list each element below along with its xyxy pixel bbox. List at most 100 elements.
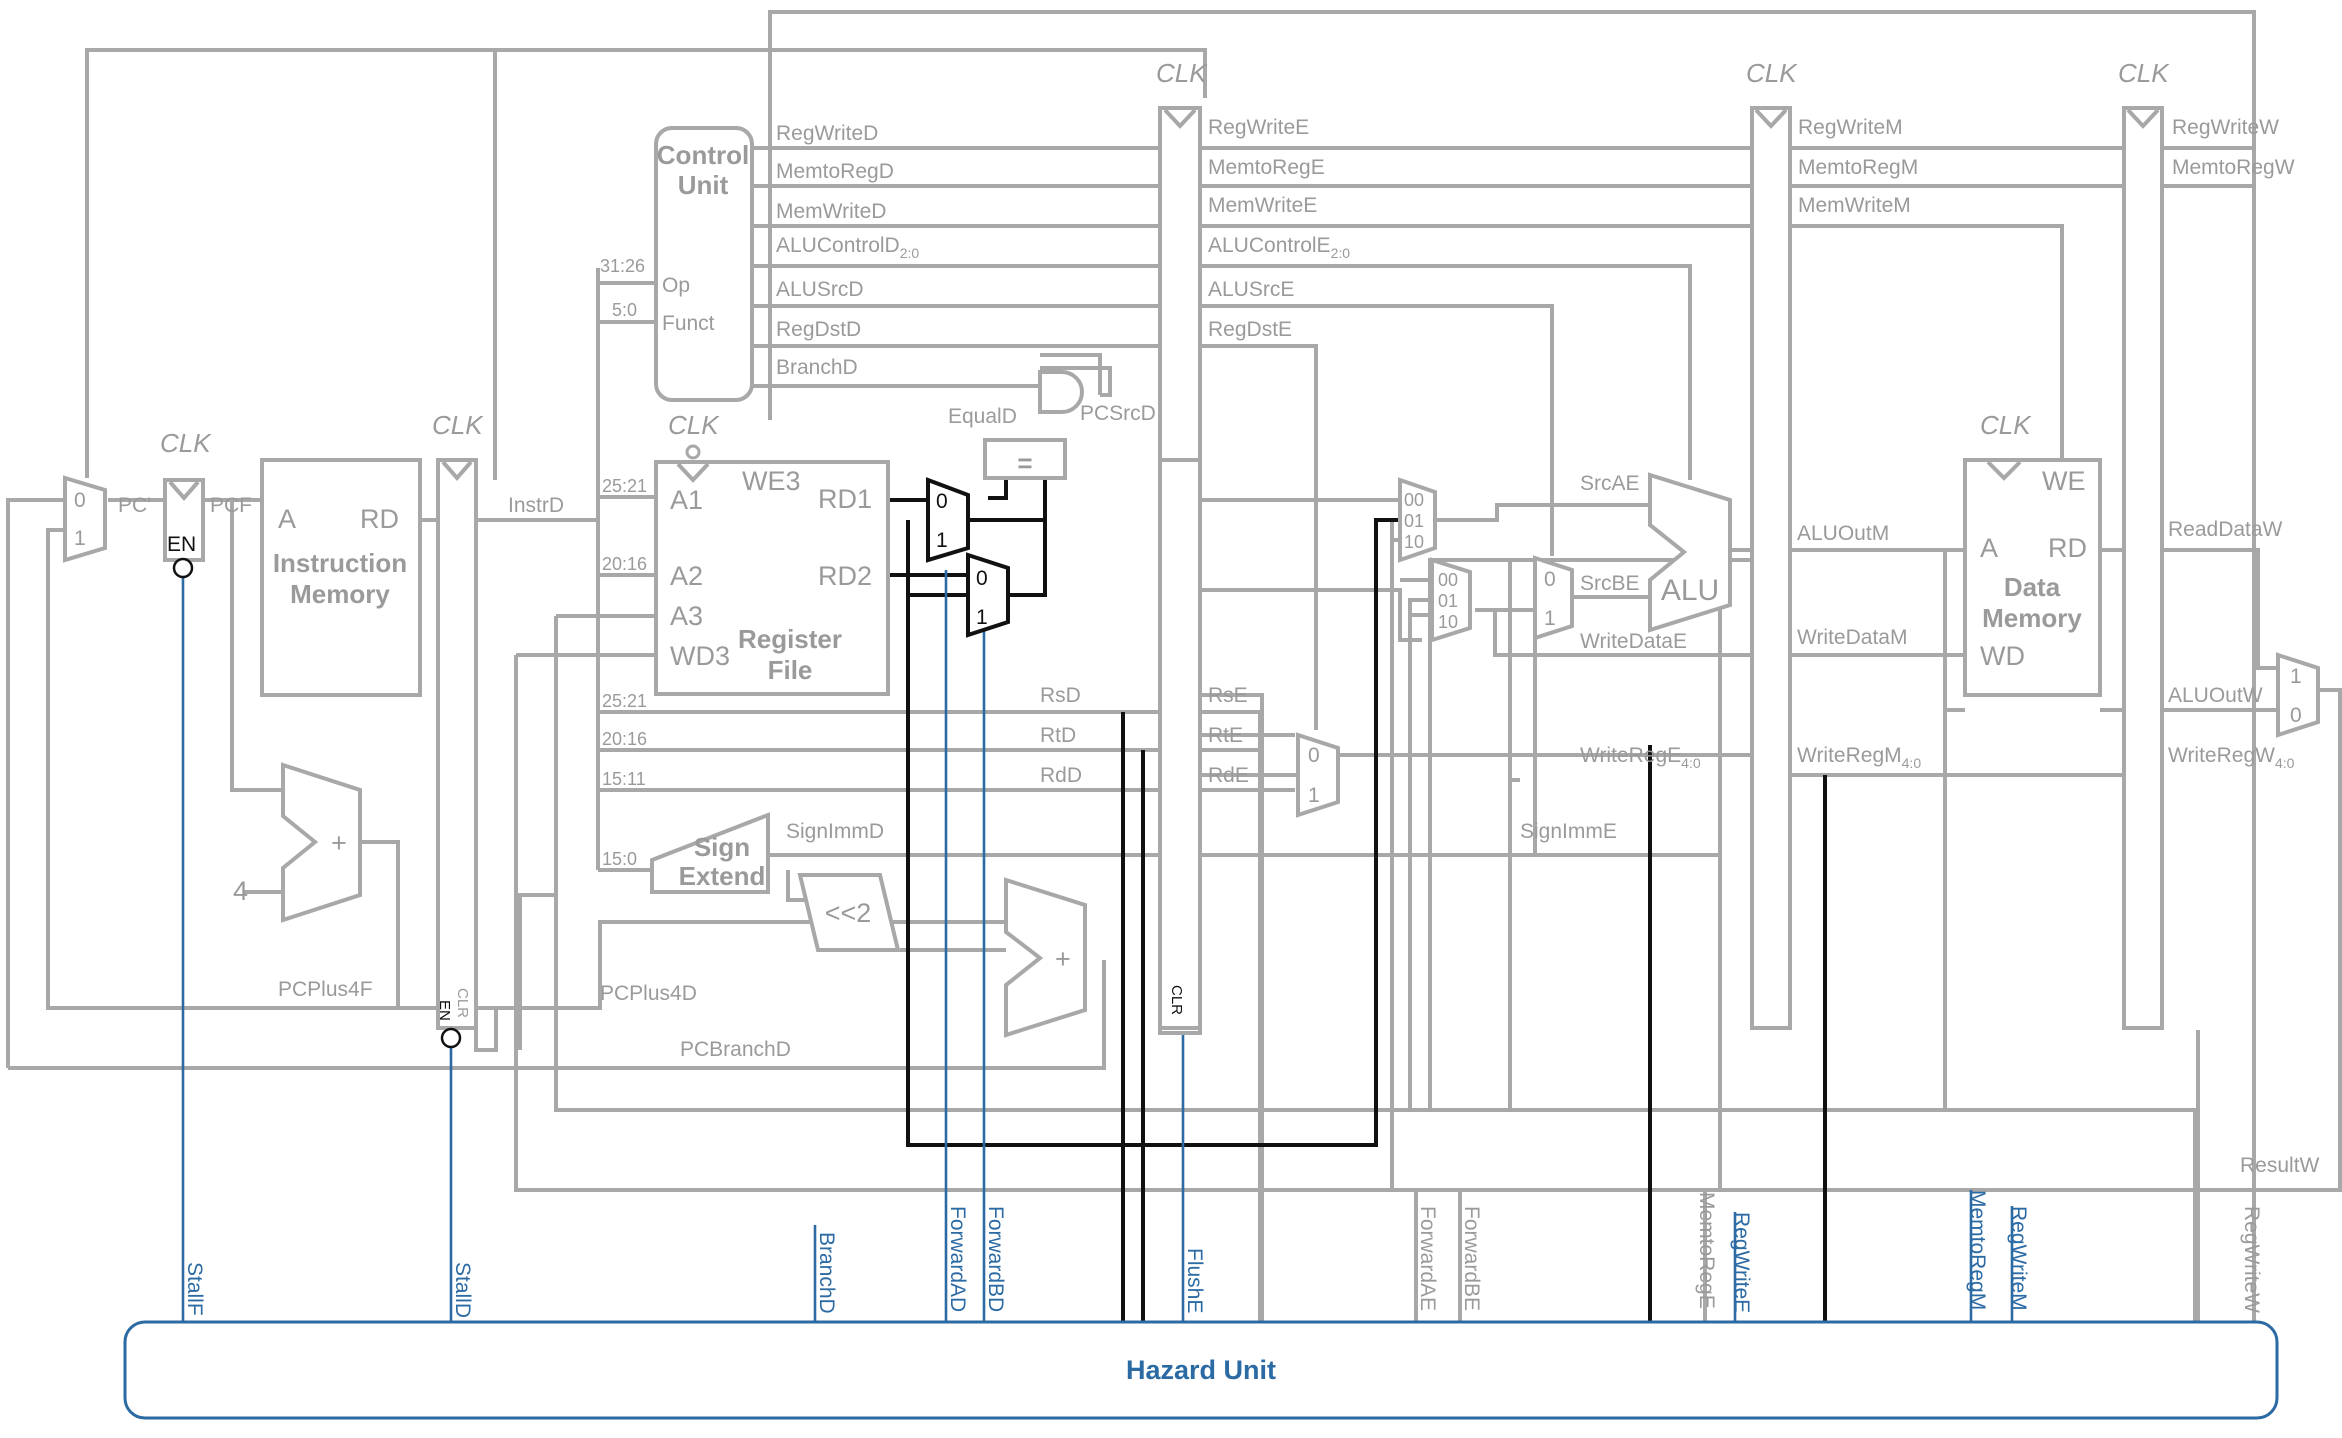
- bitfield-rt: 20:16: [602, 729, 647, 749]
- branch-and-gate: [1038, 370, 1084, 414]
- register-file: [654, 460, 890, 696]
- regfile-port-a1: A1: [670, 485, 703, 515]
- sign-extend: [650, 812, 770, 894]
- forward-be-10: 10: [1438, 612, 1458, 632]
- regfile-title-2: File: [768, 655, 813, 685]
- ctrl-w-regwrite: RegWriteW: [2172, 116, 2279, 139]
- forward-ae-10: 10: [1404, 532, 1424, 552]
- branch-adder: [1004, 877, 1087, 1038]
- if-id-en: EN: [436, 1000, 453, 1021]
- if-id-clr: CLR: [454, 988, 471, 1018]
- pcbranchd-label: PCBranchD: [680, 1038, 791, 1061]
- dmem-port-a: A: [1980, 533, 1998, 563]
- pc-next-label: PC': [118, 494, 151, 517]
- ctrl-m-regwrite: RegWriteM: [1798, 116, 1903, 139]
- if-id-enable-bubble: [440, 1027, 462, 1049]
- hazard-signal-forwardbe: ForwardBE: [1460, 1206, 1483, 1311]
- forward-ae-00: 00: [1404, 490, 1424, 510]
- hazard-wires: [181, 570, 1185, 1322]
- regfile-port-wd3: WD3: [670, 641, 730, 671]
- hazard-signal-branchd: BranchD: [815, 1232, 838, 1314]
- clk-label-regfile: CLK: [668, 410, 720, 440]
- hazard-signal-regwritem: RegWriteM: [2007, 1206, 2030, 1311]
- hazard-signal-flushe: FlushE: [1183, 1248, 1206, 1313]
- regfile-port-rd2: RD2: [818, 561, 872, 591]
- reg-d-rd: RdD: [1040, 764, 1082, 787]
- reg-d-rs: RsD: [1040, 684, 1081, 707]
- ctrl-d-memtoreg: MemtoRegD: [776, 160, 894, 183]
- hazard-signal-memtoregm: MemtoRegM: [1966, 1190, 1989, 1310]
- signimmd-label: SignImmD: [786, 820, 884, 843]
- mem-wb-register: [2122, 106, 2164, 1030]
- id-ex-register: [1158, 458, 1202, 1030]
- alusrc-mux: [1533, 555, 1574, 641]
- srcae-label: SrcAE: [1580, 472, 1640, 495]
- regfile-port-rd1: RD1: [818, 484, 872, 514]
- regdst-mux: [1296, 732, 1340, 818]
- memtoreg-mux-1: 1: [2290, 665, 2302, 688]
- reg-e-rs: RsE: [1208, 684, 1248, 707]
- bitfield-rt-a2: 20:16: [602, 554, 647, 574]
- ctrl-d-regwrite: RegWriteD: [776, 122, 878, 145]
- pc-mux: [63, 475, 107, 563]
- reg-e-rd: RdE: [1208, 764, 1249, 787]
- if-id-register: [436, 458, 478, 1030]
- forward-bd-mux: [966, 552, 1010, 638]
- clk-label-id-ex: CLK: [1156, 58, 1208, 88]
- control-unit-title-1: Control: [657, 140, 749, 170]
- ctrl-e-regdst: RegDstE: [1208, 318, 1292, 341]
- instrd-label: InstrD: [508, 494, 564, 517]
- ctrl-d-regdst: RegDstD: [776, 318, 861, 341]
- writedatam-label: WriteDataM: [1797, 626, 1907, 649]
- aluoutm-label: ALUOutM: [1797, 522, 1889, 545]
- alu-title: ALU: [1661, 574, 1719, 607]
- ctrl-d-branch: BranchD: [776, 356, 858, 379]
- ctrl-d-alucontrol: ALUControlD2:0: [776, 234, 919, 261]
- forward-ad-mux-0: 0: [936, 490, 948, 513]
- resultw-label: ResultW: [2240, 1154, 2320, 1177]
- srcbe-label: SrcBE: [1580, 572, 1640, 595]
- ctrl-e-alucontrol: ALUControlE2:0: [1208, 234, 1350, 261]
- clk-label-if-id: CLK: [432, 410, 484, 440]
- pcsrcd-label: PCSrcD: [1080, 402, 1156, 425]
- bitfield-funct: 5:0: [612, 300, 637, 320]
- clk-label-ex-mem: CLK: [1746, 58, 1798, 88]
- ctrl-d-memwrite: MemWriteD: [776, 200, 886, 223]
- reg-d-rt: RtD: [1040, 724, 1076, 747]
- ctrl-m-memwrite: MemWriteM: [1798, 194, 1911, 217]
- datapath-wires: [6, 10, 2342, 1330]
- forward-bd-mux-0: 0: [976, 567, 988, 590]
- bitfield-rs-a1: 25:21: [602, 476, 647, 496]
- writeregw-label: WriteRegW4:0: [2168, 744, 2295, 771]
- ctrl-d-alusrc: ALUSrcD: [776, 278, 864, 301]
- pcplus4d-label: PCPlus4D: [600, 982, 697, 1005]
- hazard-unit-title: Hazard Unit: [1126, 1355, 1276, 1385]
- hazard-signal-regwritew: RegWriteW: [2240, 1206, 2263, 1313]
- dmem-port-rd: RD: [2048, 533, 2087, 563]
- clk-label-mem-wb: CLK: [2118, 58, 2170, 88]
- forward-ad-mux: [926, 477, 970, 563]
- ctrl-e-alusrc: ALUSrcE: [1208, 278, 1294, 301]
- ctrl-w-memtoreg: MemtoRegW: [2172, 156, 2295, 179]
- sign-extend-title-2: Extend: [679, 861, 766, 891]
- imem-title-2: Memory: [290, 579, 390, 609]
- pc-register-enable-bubble: [172, 557, 194, 579]
- regdst-mux-1: 1: [1308, 784, 1320, 807]
- signimme-label: SignImmE: [1520, 820, 1617, 843]
- forward-ad-mux-1: 1: [936, 529, 948, 552]
- regfile-title-1: Register: [738, 624, 842, 654]
- writedatae-label: WriteDataE: [1580, 630, 1687, 653]
- dmem-port-wd: WD: [1980, 641, 2025, 671]
- bitfield-rd: 15:11: [602, 769, 646, 789]
- reg-e-rt: RtE: [1208, 724, 1243, 747]
- equald-label: EqualD: [948, 405, 1017, 428]
- pc-plus4-adder: [281, 762, 362, 923]
- alusrc-mux-1: 1: [1544, 607, 1556, 630]
- forward-ae-mux: [1398, 477, 1437, 563]
- bitfield-rs: 25:21: [602, 691, 647, 711]
- bitfield-op: 31:26: [600, 256, 645, 276]
- control-unit-funct: Funct: [662, 312, 715, 335]
- control-unit-op: Op: [662, 274, 690, 297]
- dmem-title-1: Data: [2004, 572, 2061, 602]
- hazard-signal-forwardad: ForwardAD: [946, 1206, 969, 1312]
